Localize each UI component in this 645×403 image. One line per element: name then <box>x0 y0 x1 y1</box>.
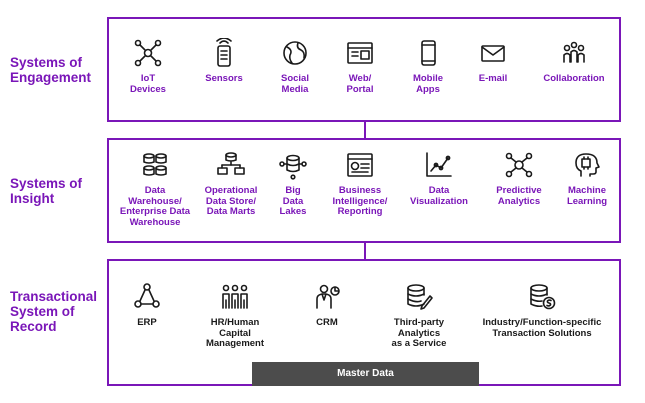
tier-label-insight: Systems of Insight <box>10 176 83 206</box>
crm-icon <box>316 284 340 309</box>
item-data-visualization: Data Visualization <box>406 150 472 207</box>
item-label: Sensors <box>205 73 243 84</box>
item-sensors: Sensors <box>194 38 254 85</box>
item-web-portal: Web/ Portal <box>330 38 390 95</box>
item-label: Big Data Lakes <box>279 185 307 217</box>
item-business-intelligence: Business Intelligence/ Reporting <box>324 150 396 218</box>
item-label: CRM <box>316 317 338 328</box>
item-erp: ERP <box>122 282 172 329</box>
data-mart-icon <box>217 152 245 175</box>
item-label: HR/Human Capital Management <box>205 317 265 349</box>
network-icon <box>134 39 162 67</box>
database-edit-icon <box>407 284 433 310</box>
item-collaboration: Collaboration <box>536 38 612 85</box>
tier-box-insight <box>107 138 621 243</box>
mail-icon <box>481 45 505 62</box>
master-data-bar: Master Data <box>252 362 479 386</box>
data-lake-icon <box>279 154 307 180</box>
connector-insight-record <box>364 242 366 260</box>
item-data-warehouse: Data Warehouse/ Enterprise Data Warehous… <box>114 150 196 228</box>
item-mobile-apps: Mobile Apps <box>398 38 458 95</box>
item-label: IoT Devices <box>130 73 166 95</box>
item-label: ERP <box>137 317 157 328</box>
item-third-party-analytics: Third-party Analytics as a Service <box>384 282 454 350</box>
item-label: Data Warehouse/ Enterprise Data Warehous… <box>119 185 191 228</box>
tier-label-record: Transactional System of Record <box>10 289 98 334</box>
tier-box-engagement <box>107 17 621 122</box>
tier-label-engagement: Systems of Engagement <box>10 55 92 85</box>
phone-icon <box>421 40 436 66</box>
item-email: E-mail <box>463 38 523 85</box>
people-icon <box>563 41 585 63</box>
item-label: Industry/Function-specific Transaction S… <box>482 317 602 339</box>
database-money-icon <box>530 284 556 310</box>
erp-icon <box>134 283 160 308</box>
item-industry-function-specific: Industry/Function-specific Transaction S… <box>472 282 612 339</box>
item-machine-learning: Machine Learning <box>556 150 618 207</box>
line-chart-icon <box>426 152 452 177</box>
browser-icon <box>347 42 373 64</box>
item-label: Data Visualization <box>410 185 468 207</box>
item-label: E-mail <box>478 73 508 84</box>
dashboard-icon <box>347 153 373 177</box>
item-operational-data-store: Operational Data Store/ Data Marts <box>198 150 264 218</box>
item-predictive-analytics: Predictive Analytics <box>486 150 552 207</box>
predictive-icon <box>505 152 533 178</box>
item-label: Social Media <box>281 73 309 95</box>
item-social-media: Social Media <box>265 38 325 95</box>
item-label: Business Intelligence/ Reporting <box>332 185 388 217</box>
brain-icon <box>575 153 600 177</box>
connector-engagement-insight <box>364 121 366 139</box>
item-label: Web/ Portal <box>346 73 374 95</box>
item-label: Machine Learning <box>566 185 608 207</box>
item-label: Mobile Apps <box>412 73 444 95</box>
item-hr-human-capital: HR/Human Capital Management <box>200 282 270 350</box>
database-cluster-icon <box>143 153 167 176</box>
item-big-data-lakes: Big Data Lakes <box>266 150 320 218</box>
sensor-icon <box>216 38 232 67</box>
item-label: Operational Data Store/ Data Marts <box>204 185 258 217</box>
item-iot-devices: IoT Devices <box>118 38 178 95</box>
globe-icon <box>283 41 307 65</box>
hr-people-icon <box>222 284 248 309</box>
item-label: Collaboration <box>543 73 605 84</box>
item-label: Predictive Analytics <box>496 185 542 207</box>
item-crm: CRM <box>302 282 352 329</box>
item-label: Third-party Analytics as a Service <box>391 317 447 349</box>
